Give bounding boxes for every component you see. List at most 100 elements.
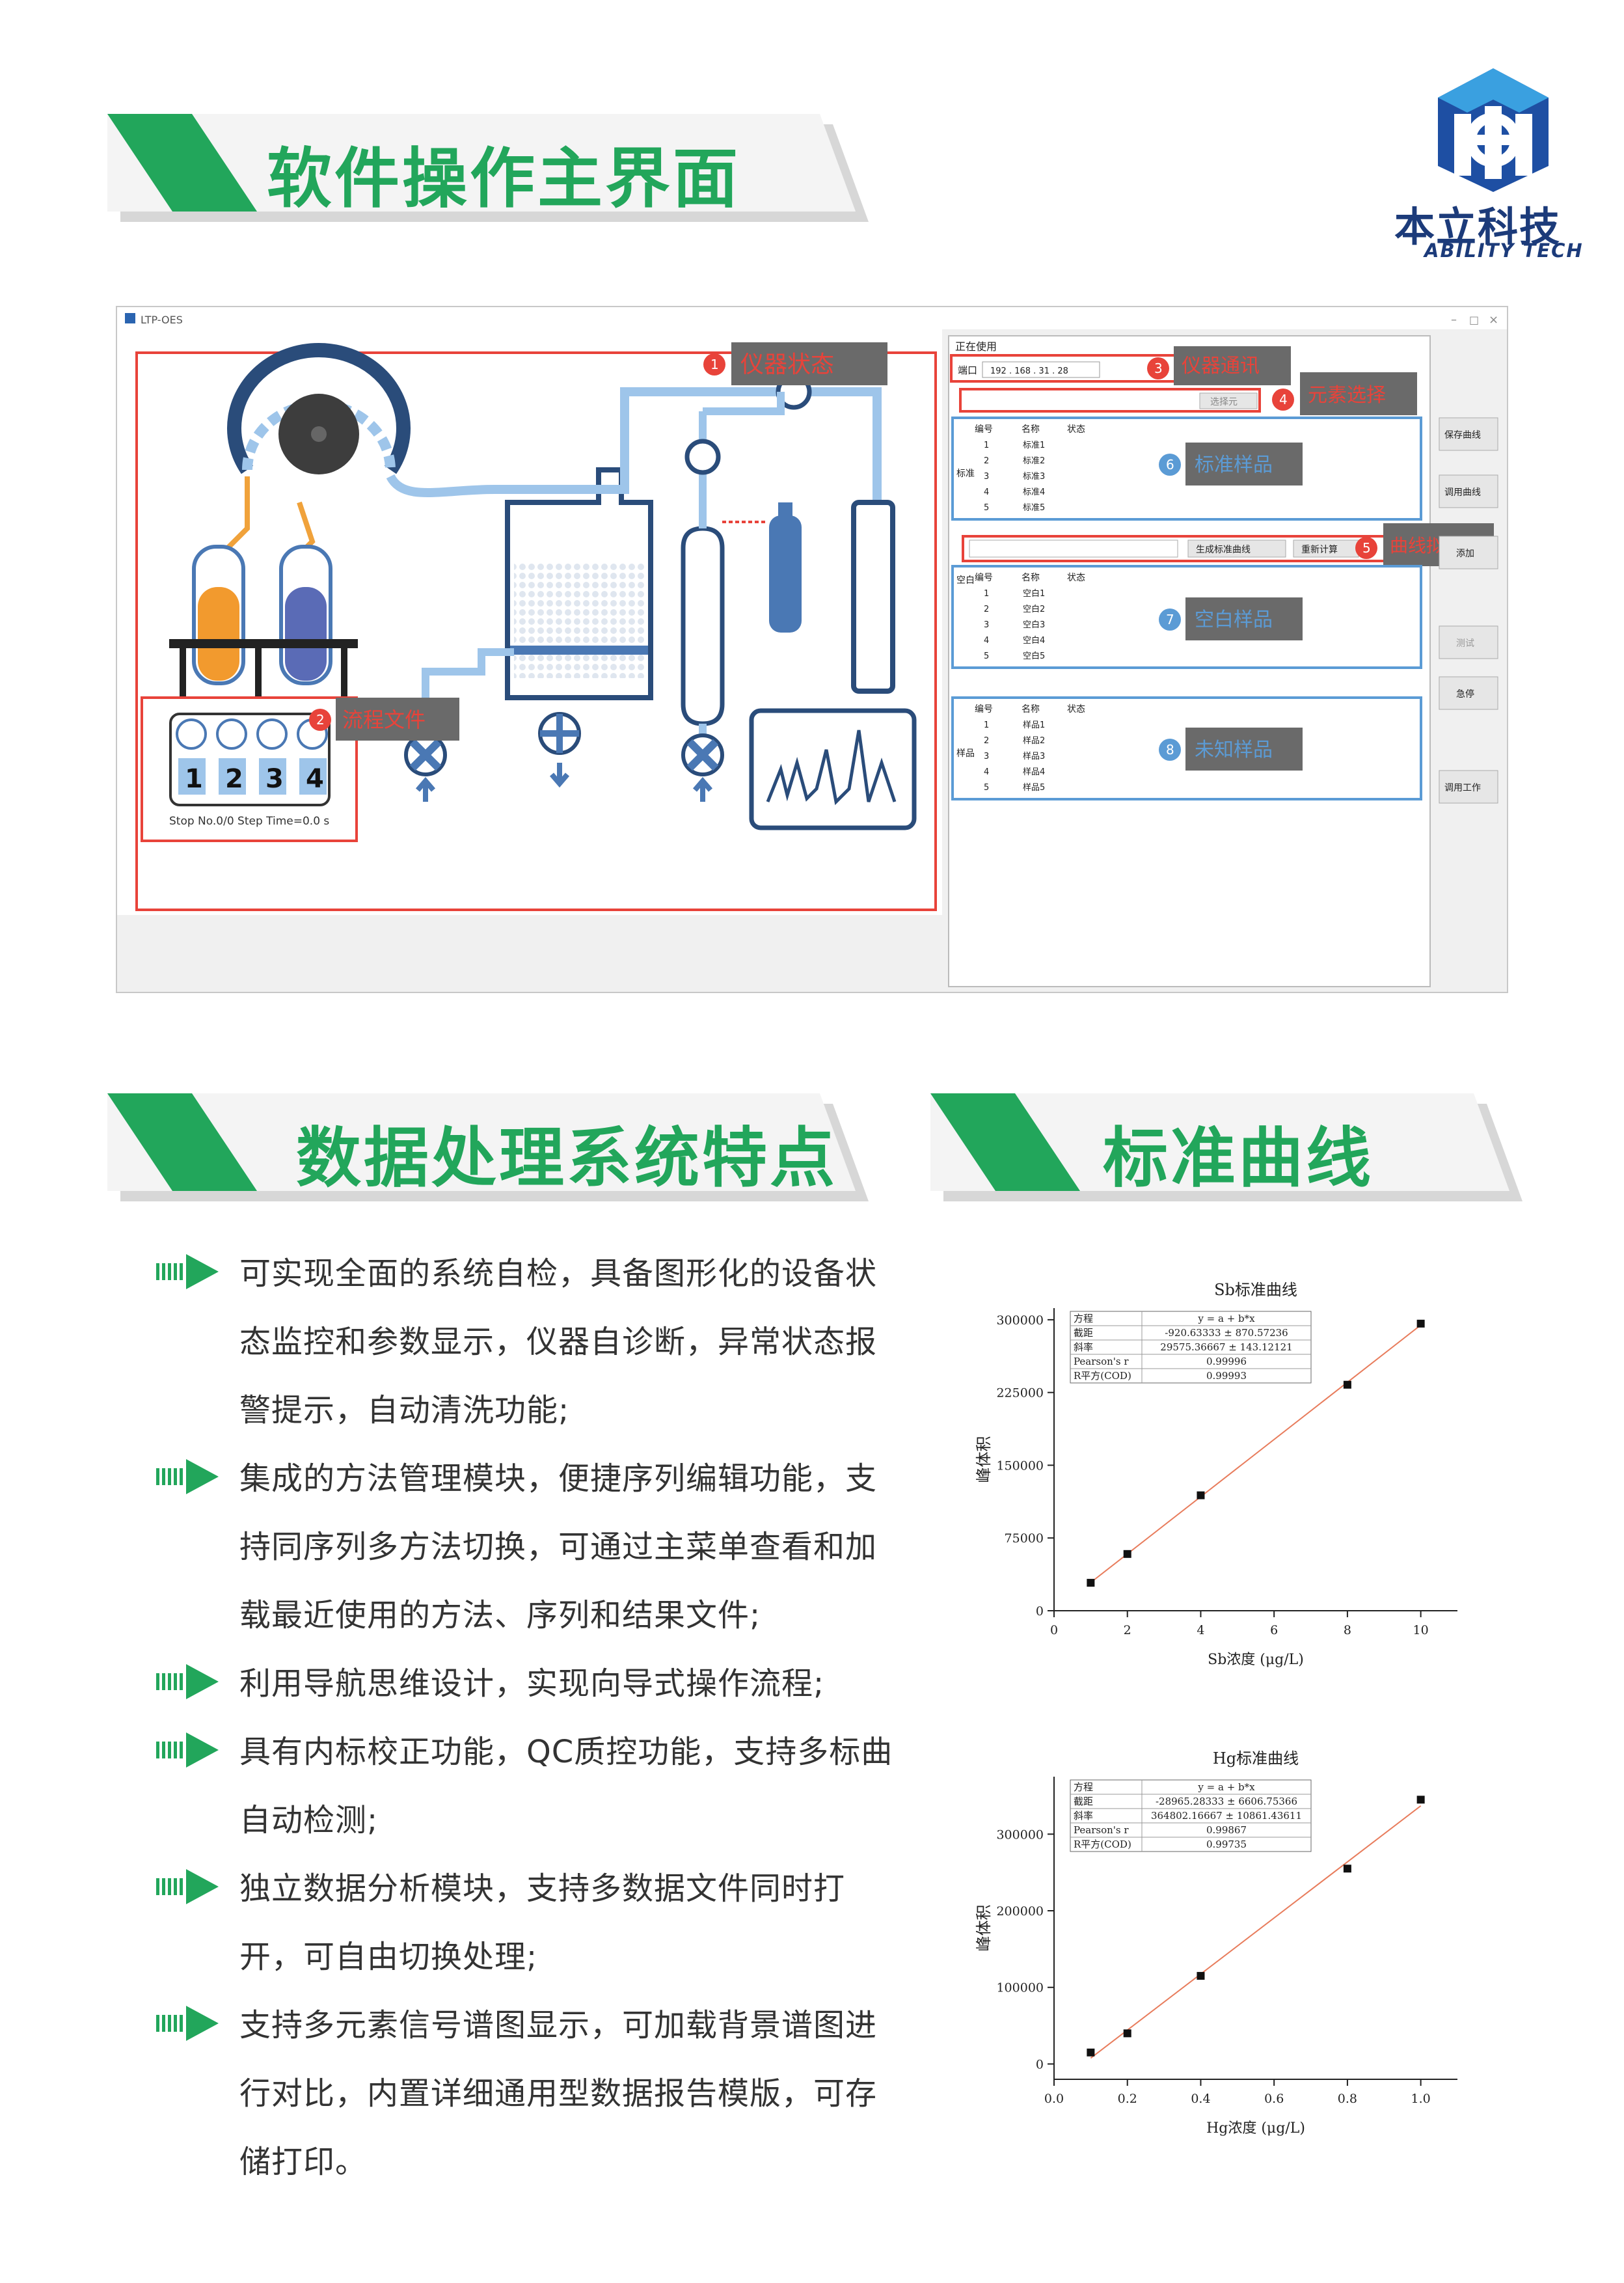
stats-key: 方程 xyxy=(1074,1313,1093,1324)
svg-text:空白4: 空白4 xyxy=(1023,635,1045,646)
x-tick-label: 6 xyxy=(1270,1623,1278,1637)
arrow-bullet-icon xyxy=(156,1254,219,1289)
svg-text:样品3: 样品3 xyxy=(1023,752,1045,761)
close-icon: × xyxy=(1489,313,1498,327)
data-point xyxy=(1087,2048,1095,2057)
arrow-bullet-icon xyxy=(156,2006,219,2041)
svg-text:添加: 添加 xyxy=(1456,549,1474,559)
svg-text:名称: 名称 xyxy=(1022,424,1040,435)
section-banner-curves: 标准曲线 xyxy=(930,1093,1509,1191)
svg-text:1: 1 xyxy=(984,441,989,450)
chart-title: Sb标准曲线 xyxy=(1214,1281,1297,1299)
stats-key: 截距 xyxy=(1074,1327,1093,1339)
feature-text: 可实现全面的系统自检，具备图形化的设备状态监控和参数显示，仪器自诊断，异常状态报… xyxy=(239,1255,878,1429)
x-tick-label: 0.4 xyxy=(1191,2092,1210,2106)
arrow-bullet-icon xyxy=(156,1732,219,1768)
list-item: 可实现全面的系统自检，具备图形化的设备状态监控和参数显示，仪器自诊断，异常状态报… xyxy=(156,1240,904,1445)
data-point xyxy=(1123,2029,1131,2038)
svg-text:标准5: 标准5 xyxy=(1023,503,1045,513)
x-tick-label: 2 xyxy=(1124,1623,1131,1637)
svg-text:标准2: 标准2 xyxy=(1023,456,1045,466)
svg-text:状态: 状态 xyxy=(1067,573,1085,583)
svg-text:调用工作: 调用工作 xyxy=(1444,783,1481,793)
feature-list: 可实现全面的系统自检，具备图形化的设备状态监控和参数显示，仪器自诊断，异常状态报… xyxy=(156,1240,904,2196)
stats-value: y = a + b*x xyxy=(1197,1313,1255,1324)
app-icon xyxy=(125,313,135,323)
blank-sample-box xyxy=(951,565,1422,669)
svg-text:状态: 状态 xyxy=(1067,704,1085,715)
section-title: 软件操作主界面 xyxy=(267,141,740,217)
load-work-button xyxy=(1439,770,1498,804)
peristaltic-pump xyxy=(227,343,411,474)
svg-text:急停: 急停 xyxy=(1456,689,1474,700)
section-banner-features: 数据处理系统特点 xyxy=(107,1093,856,1191)
y-tick-label: 0 xyxy=(1036,2057,1044,2071)
x-tick-label: 0.6 xyxy=(1264,2092,1284,2106)
svg-text:编号: 编号 xyxy=(975,573,993,583)
emergency-stop-button xyxy=(1439,676,1498,710)
svg-text:4: 4 xyxy=(984,767,989,777)
svg-text:5: 5 xyxy=(984,783,989,793)
svg-text:端口: 端口 xyxy=(958,364,977,376)
data-point xyxy=(1343,1380,1351,1389)
y-tick-label: 75000 xyxy=(1005,1531,1044,1546)
svg-text:编号: 编号 xyxy=(975,424,993,435)
x-axis-label: Hg浓度 (μg/L) xyxy=(1206,2120,1305,2137)
svg-text:2: 2 xyxy=(316,712,325,728)
list-item: 集成的方法管理模块，便捷序列编辑功能，支持同序列多方法切换，可通过主菜单查看和加… xyxy=(156,1445,904,1650)
svg-text:样品5: 样品5 xyxy=(1023,783,1045,793)
stats-key: 方程 xyxy=(1074,1781,1093,1793)
svg-text:8: 8 xyxy=(1166,742,1174,758)
x-tick-label: 4 xyxy=(1197,1623,1204,1637)
svg-text:仪器通讯: 仪器通讯 xyxy=(1182,355,1260,377)
x-tick-label: 0.2 xyxy=(1118,2092,1137,2106)
y-tick-label: 0 xyxy=(1036,1604,1044,1619)
svg-text:空白3: 空白3 xyxy=(1023,620,1045,630)
stats-key: 斜率 xyxy=(1074,1810,1093,1822)
data-point xyxy=(1087,1579,1095,1587)
fit-line xyxy=(1090,1805,1422,2059)
callout-communication xyxy=(1174,346,1291,385)
svg-text:1: 1 xyxy=(984,589,989,599)
list-item: 支持多元素信号谱图显示，可加载背景谱图进行对比，内置详细通用型数据报告模版，可存… xyxy=(156,1991,904,2196)
list-item: 利用导航思维设计，实现向导式操作流程; xyxy=(156,1650,904,1718)
svg-text:3: 3 xyxy=(984,620,989,630)
data-point xyxy=(1416,1319,1425,1328)
process-file-box xyxy=(141,696,358,842)
svg-text:5: 5 xyxy=(1362,540,1371,556)
instrument-status-box xyxy=(135,351,937,911)
section-title: 标准曲线 xyxy=(1103,1120,1374,1196)
stats-key: R平方(COD) xyxy=(1074,1370,1131,1382)
software-screenshot: LTP-OES – □ × 1 2 3 xyxy=(116,306,1508,993)
x-tick-label: 0.8 xyxy=(1338,2092,1357,2106)
spectrum-display xyxy=(749,708,917,830)
step-2: 2 xyxy=(225,764,243,794)
svg-text:空白2: 空白2 xyxy=(1023,604,1045,614)
stats-value: 29575.36667 ± 143.12121 xyxy=(1160,1341,1292,1353)
feature-text: 支持多元素信号谱图显示，可加载背景谱图进行对比，内置详细通用型数据报告模版，可存… xyxy=(239,2007,878,2180)
svg-text:调用曲线: 调用曲线 xyxy=(1444,487,1481,498)
svg-text:5: 5 xyxy=(984,503,989,513)
svg-text:编号: 编号 xyxy=(975,704,993,715)
test-button xyxy=(1439,625,1498,659)
logo-cn-text: 本立科技 xyxy=(1394,203,1562,251)
svg-text:6: 6 xyxy=(1166,457,1174,472)
svg-text:3: 3 xyxy=(984,752,989,761)
svg-text:正在使用: 正在使用 xyxy=(955,340,997,353)
window-title: LTP-OES xyxy=(141,314,183,326)
svg-text:4: 4 xyxy=(984,487,989,497)
svg-text:5: 5 xyxy=(984,651,989,661)
callout-unknown-sample xyxy=(1185,728,1303,771)
stats-key: 截距 xyxy=(1074,1796,1093,1807)
stats-value: 0.99735 xyxy=(1206,1839,1247,1850)
svg-text:192 . 168 . 31 . 28: 192 . 168 . 31 . 28 xyxy=(990,366,1068,376)
svg-text:未知样品: 未知样品 xyxy=(1195,739,1273,761)
stats-key: 斜率 xyxy=(1074,1341,1093,1353)
data-point xyxy=(1197,1972,1205,1980)
chart-title: Hg标准曲线 xyxy=(1213,1749,1299,1768)
company-logo: 本立科技 ABILITY TECH xyxy=(1389,62,1597,270)
stats-value: y = a + b*x xyxy=(1197,1781,1255,1793)
x-tick-label: 8 xyxy=(1344,1623,1351,1637)
step-4: 4 xyxy=(306,764,324,794)
